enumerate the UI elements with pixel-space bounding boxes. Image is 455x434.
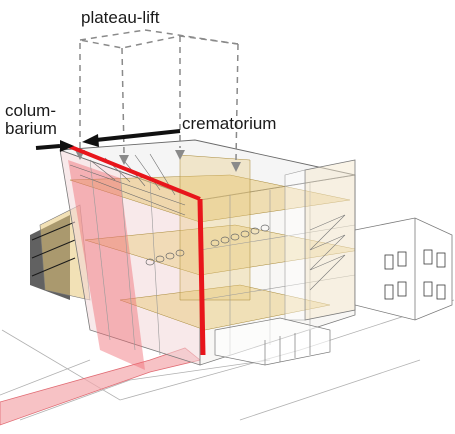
crematorium-label: crematorium — [182, 114, 277, 133]
crematorium-arrow — [82, 129, 181, 147]
red-section-line-diagonal — [65, 143, 201, 201]
ground-wireframe — [0, 299, 455, 421]
columbarium-label-line1: colum- — [5, 101, 57, 120]
red-section-line-vertical — [197, 198, 206, 356]
lift-arrowheads — [75, 150, 241, 172]
adjacent-building — [354, 217, 453, 321]
plateau-lift-frame — [79, 29, 239, 161]
columbarium-arrow — [35, 140, 74, 152]
entrance-ramp — [214, 317, 331, 366]
columbarium-label-line2: barium — [5, 119, 57, 138]
stair-tower — [284, 159, 356, 321]
plateau-lift-label: plateau-lift — [81, 8, 160, 27]
